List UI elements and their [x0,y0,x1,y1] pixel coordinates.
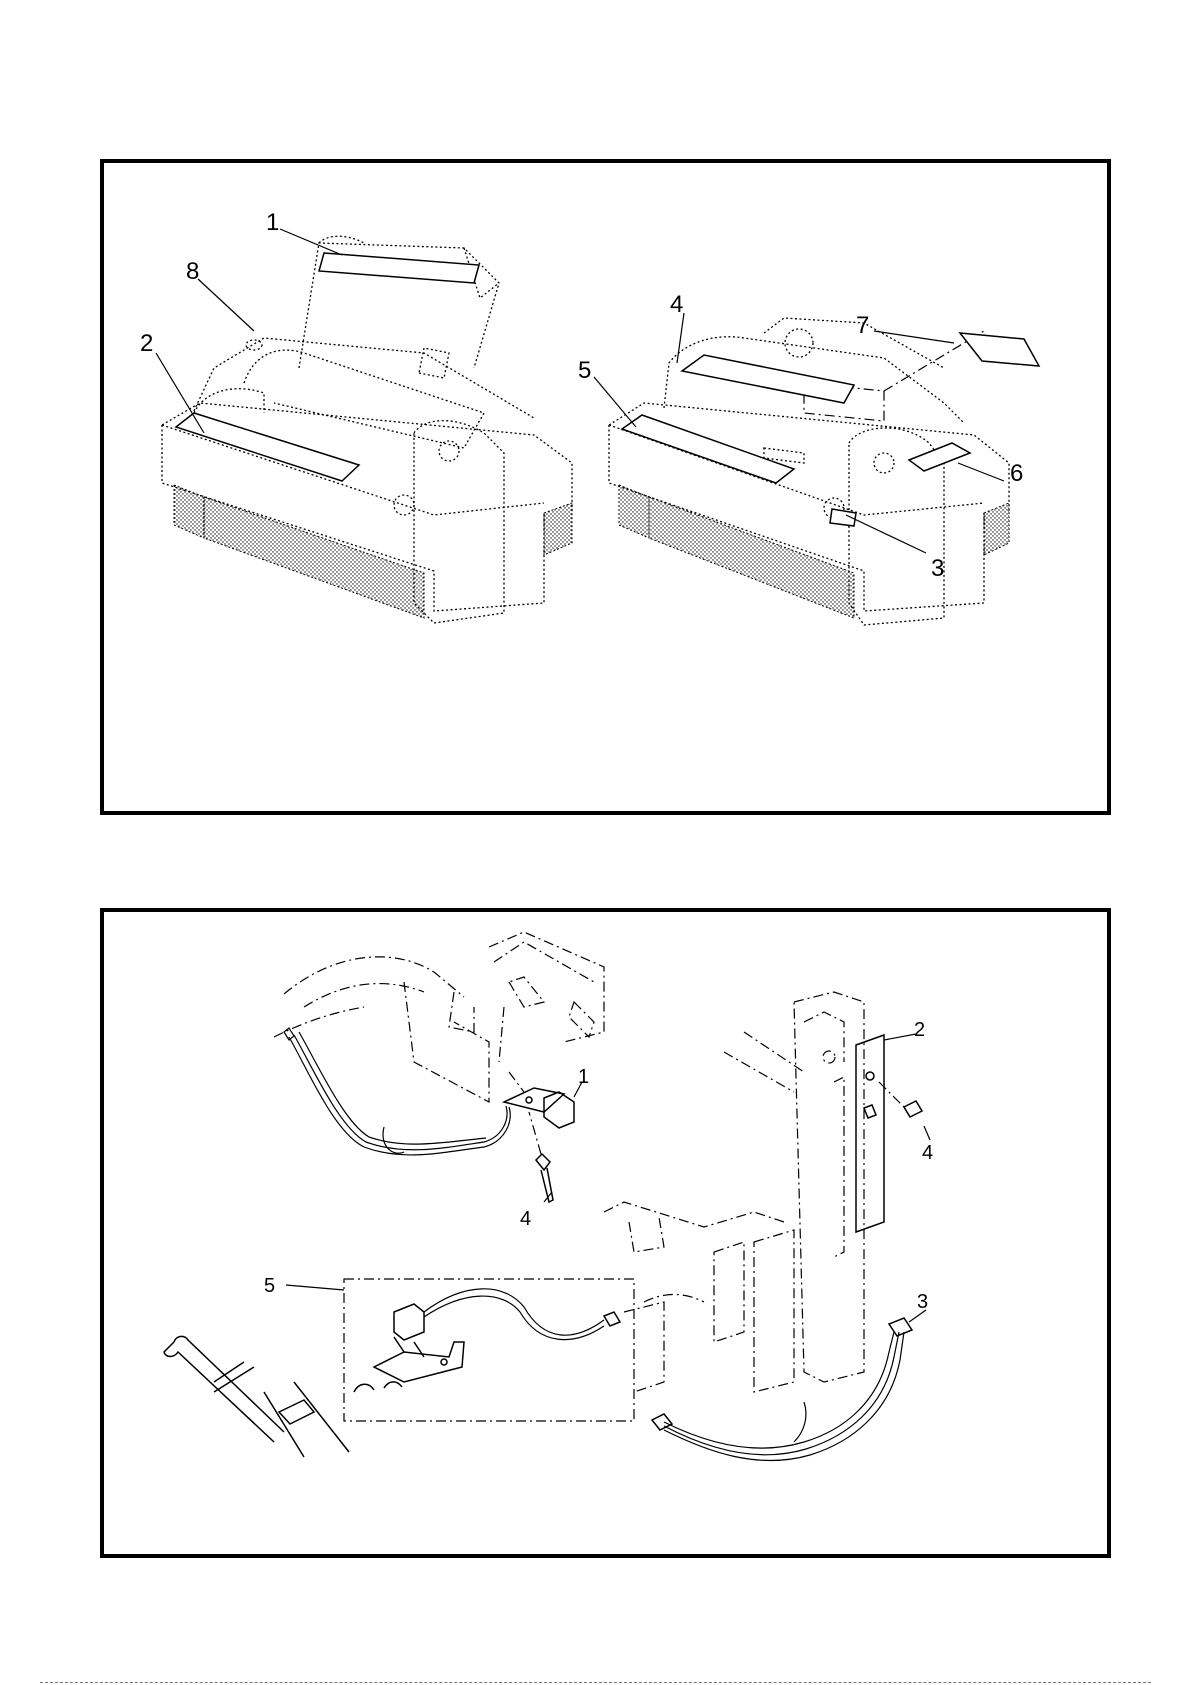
label-4 [682,355,854,403]
sensor-assembly-5 [164,1279,634,1457]
label-2 [176,413,359,481]
printer-illustrations: 1 2 3 4 5 6 7 8 [104,163,1107,811]
callout-1: 1 [578,1066,589,1088]
callout-4-right: 4 [922,1142,933,1164]
callout-5: 5 [578,357,591,384]
callout-5: 5 [264,1275,275,1297]
sensor-illustrations: 1 2 3 4 4 5 [104,912,1107,1554]
sensor-assembly-1 [274,932,604,1202]
sensor-assembly-2 [604,992,922,1461]
label-6 [909,443,970,471]
callout-2: 2 [914,1019,925,1041]
callout-3: 3 [931,555,944,582]
printer-open-cover [162,236,572,623]
label-location-diagram: 1 2 3 4 5 6 7 8 [100,159,1111,815]
callout-2: 2 [140,330,153,357]
callout-4-left: 4 [520,1208,531,1230]
callout-3: 3 [917,1291,928,1313]
callout-7: 7 [856,312,869,339]
callout-6: 6 [1010,460,1023,487]
label-5 [622,415,794,483]
label-1 [319,253,479,283]
printer-closed-cover [609,318,1039,625]
sensor-parts-diagram: 1 2 3 4 4 5 [100,908,1111,1558]
callout-4: 4 [670,291,683,318]
callout-1: 1 [266,209,279,236]
label-7 [960,333,1039,366]
callout-8: 8 [186,258,199,285]
